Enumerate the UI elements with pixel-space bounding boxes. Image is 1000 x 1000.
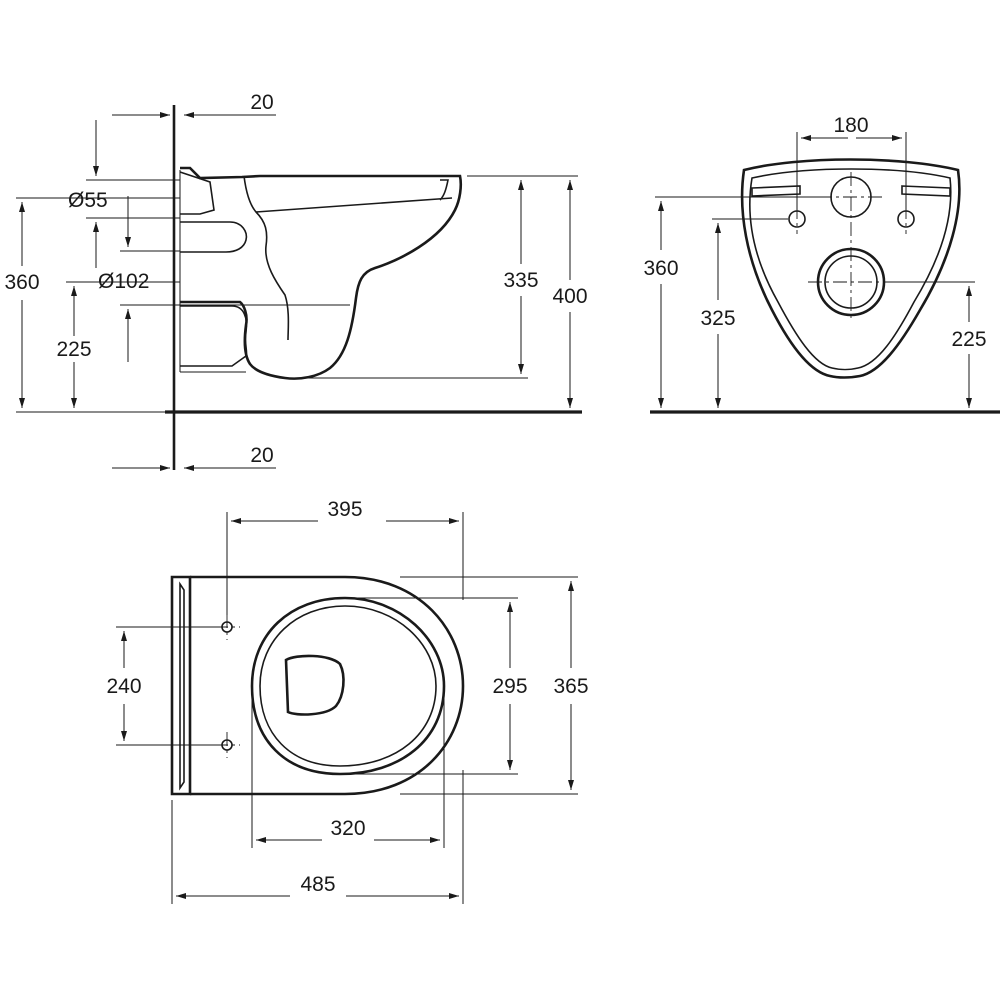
bowl-rear-outline [740, 158, 961, 379]
dim-inlet-height-rear: 325 [700, 307, 735, 330]
dim-bolt-spacing: 240 [106, 675, 141, 698]
dim-outlet-height-rear: 225 [951, 328, 986, 351]
bowl-side-outline [179, 166, 463, 380]
dim-rim-to-outlet: 335 [503, 269, 538, 292]
dim-bowl-length: 395 [327, 498, 362, 521]
side-view: 20 20 Ø55 Ø102 360 225 335 400 [0, 91, 588, 471]
dim-fixing-spacing: 180 [833, 114, 868, 137]
dim-inner-width: 295 [492, 675, 527, 698]
dim-outer-width: 365 [553, 675, 588, 698]
bowl-top-outline [170, 575, 465, 796]
dim-wall-top: 20 [250, 91, 273, 114]
dim-wall-bottom: 20 [250, 444, 273, 467]
dim-fixing-height: 360 [643, 257, 678, 280]
top-view: 395 240 295 365 320 485 [106, 498, 589, 904]
dim-total-length: 485 [300, 873, 335, 896]
dim-inner-length: 320 [330, 817, 365, 840]
dim-rim-height: 400 [552, 285, 587, 308]
dim-inlet-height: 360 [4, 271, 39, 294]
dim-inlet-diameter: Ø55 [68, 189, 108, 212]
rear-view: 180 360 325 225 [643, 114, 1000, 414]
dim-outlet-height: 225 [56, 338, 91, 361]
dim-outlet-diameter: Ø102 [98, 270, 149, 293]
